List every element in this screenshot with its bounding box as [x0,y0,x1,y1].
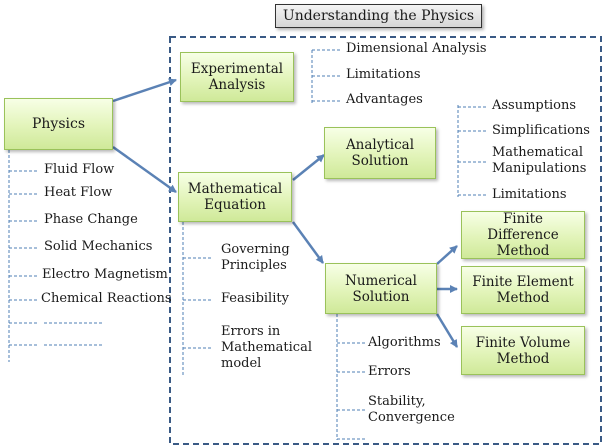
brackets [8,49,486,440]
node-physics: Physics [4,98,113,150]
equation-item: Governing Principles [221,242,290,273]
physics-topic: Electro Magnetism [42,267,168,282]
arrows [112,78,459,348]
arrow-equation-to-analytical [292,154,325,181]
analytical-item: Mathematical Manipulations [492,145,587,176]
physics-topic: Fluid Flow [44,162,115,177]
node-mathematical-equation: Mathematical Equation [178,172,292,222]
node-finite-element-method: Finite Element Method [461,266,585,314]
numerical-item: Errors [368,364,411,379]
dashed-frame [169,36,602,445]
analytical-item: Simplifications [492,123,590,138]
experimental-item: Advantages [346,92,423,107]
node-experimental-analysis: Experimental Analysis [180,52,294,102]
numerical-item: Stability, Convergence [368,394,455,425]
analytical-item: Assumptions [492,98,577,113]
physics-topic: Phase Change [44,212,138,227]
analytical-item: Limitations [492,187,567,202]
physics-topic: Chemical Reactions [41,291,172,306]
equation-item: Feasibility [221,291,289,306]
equation-item: Errors in Mathematical model [221,324,312,371]
experimental-item: Dimensional Analysis [346,41,487,56]
arrow-equation-to-numerical [291,221,325,264]
node-finite-difference-method: Finite Difference Method [461,211,585,259]
node-finite-volume-method: Finite Volume Method [461,326,585,375]
node-numerical-solution: Numerical Solution [325,263,437,314]
node-analytical-solution: Analytical Solution [324,127,436,179]
diagram-title: Understanding the Physics [275,4,482,28]
arrow-numerical-to-fvm [435,313,459,348]
arrow-physics-to-experimental [112,78,177,103]
physics-topic: Heat Flow [44,185,113,200]
numerical-item: Algorithms [368,335,441,350]
arrow-numerical-to-fdm [436,245,458,265]
physics-topic: Solid Mechanics [44,239,153,254]
arrow-physics-to-equation [112,145,177,194]
experimental-item: Limitations [346,67,421,82]
